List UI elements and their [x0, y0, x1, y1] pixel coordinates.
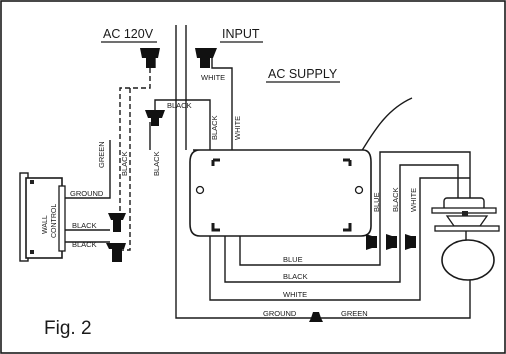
wall-control-label-line1: WALL — [42, 215, 49, 234]
black-label-wall-2: BLACK — [72, 240, 97, 249]
green-label-bottom: GREEN — [341, 309, 368, 318]
white-label-input: WHITE — [201, 73, 225, 82]
black-label-junction: BLACK — [167, 101, 192, 110]
input-label: INPUT — [222, 27, 260, 41]
wire-nut-wall-black-1 — [108, 213, 126, 232]
wall-control-device — [19, 172, 66, 262]
ground-label-bottom: GROUND — [263, 309, 297, 318]
ground-label-wall: GROUND — [70, 189, 104, 198]
black-label-vertical-3: BLACK — [152, 151, 161, 176]
canopy-body — [189, 149, 372, 237]
wire-nut-fan-3 — [405, 234, 416, 250]
ac-supply-label: AC SUPPLY — [268, 67, 338, 81]
wire-nut-ground — [309, 312, 323, 322]
wire-nut-black-junction — [145, 110, 165, 126]
black-label-vertical-2: BLACK — [120, 151, 129, 176]
wall-control-wiring — [60, 68, 211, 251]
screw-left — [195, 185, 205, 195]
wire-nut-fan-1 — [366, 234, 377, 250]
black-label-vertical-4: BLACK — [391, 187, 400, 212]
green-label-vertical: GREEN — [97, 141, 106, 168]
wire-nut-fan-2 — [386, 234, 397, 250]
black-label-wall-1: BLACK — [72, 221, 97, 230]
wire-nut-supply-white — [195, 48, 217, 68]
wall-control-label-line2: CONTROL — [51, 204, 58, 238]
blue-label-bottom: BLUE — [283, 255, 303, 264]
ac-voltage-label: AC 120V — [103, 27, 154, 41]
screw-right — [354, 185, 364, 195]
white-label-vertical-2: WHITE — [409, 188, 418, 212]
fan-wiring — [209, 97, 471, 301]
white-label-vertical-1: WHITE — [233, 116, 242, 140]
black-label-vertical-1: BLACK — [210, 115, 219, 140]
black-label-bottom: BLACK — [283, 272, 308, 281]
white-label-bottom: WHITE — [283, 290, 307, 299]
wire-nut-wall-black-2 — [106, 243, 126, 262]
figure-label: Fig. 2 — [44, 318, 92, 339]
ceiling-fan — [431, 197, 500, 281]
wire-nut-supply-black — [140, 48, 160, 68]
wire-nuts — [106, 48, 416, 322]
blue-label-vertical: BLUE — [372, 192, 381, 212]
